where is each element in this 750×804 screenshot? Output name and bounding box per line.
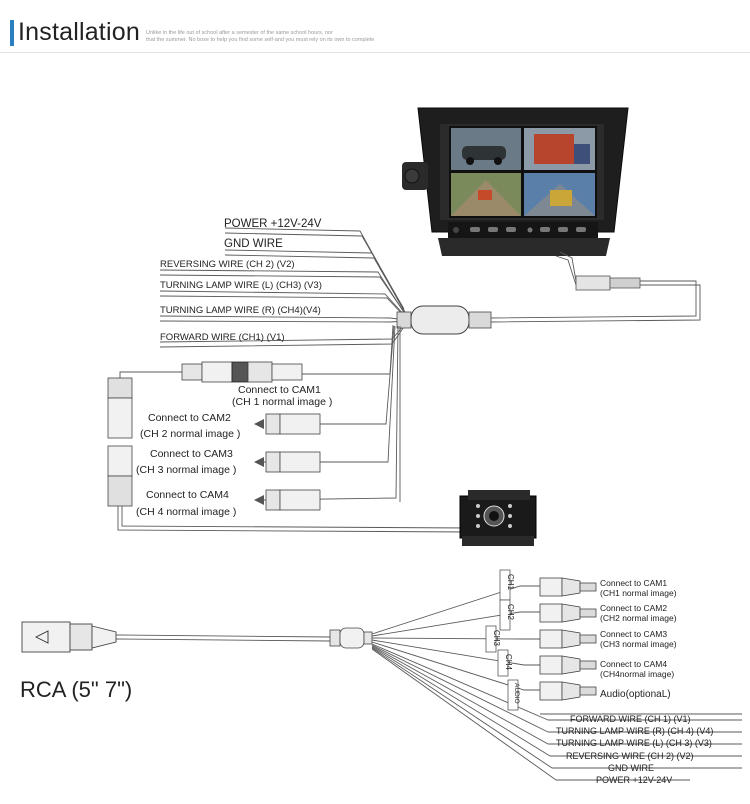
monitor-plug-connector [21, 621, 117, 653]
rca-plug-audio [539, 681, 597, 701]
channel-tag-audio: AUDIO [507, 679, 520, 711]
lower-wire-label-turning-left: TURNING LAMP WIRE (L) (CH 3) (V3) [556, 738, 712, 748]
subtitle-line-2: that the summer. No bose to help you fin… [146, 37, 375, 43]
svg-text:AUDIO: AUDIO [513, 683, 520, 704]
rca-plug-ch2 [539, 603, 597, 623]
upper-cam4-label-line2: (CH 4 normal image ) [136, 506, 236, 518]
lower-cam2-label-line2: (CH2 normal image) [600, 613, 677, 623]
upper-wire-label-gnd: GND WIRE [224, 238, 283, 250]
upper-wire-label-turning-right: TURNING LAMP WIRE (R) (CH4)(V4) [160, 305, 321, 316]
lower-cam3-label-line1: Connect to CAM3 [600, 629, 667, 639]
rca-junction-box [329, 627, 373, 649]
upper-cam2-label-line2: (CH 2 normal image ) [140, 428, 240, 440]
lower-cam1-label-line2: (CH1 normal image) [600, 588, 677, 598]
rca-plug-ch1 [539, 577, 597, 597]
upper-wire-label-reversing: REVERSING WIRE (CH 2) (V2) [160, 259, 295, 270]
lower-wire-label-gnd: GND WIRE [608, 763, 654, 773]
channel-tag-ch3: CH3 [485, 625, 501, 653]
upper-cam3-label-line2: (CH 3 normal image ) [136, 464, 236, 476]
upper-wire-label-turning-left: TURNING LAMP WIRE (L) (CH3) (V3) [160, 280, 322, 291]
title-accent-bar [10, 20, 14, 46]
lower-audio-label: Audio(optionaL) [600, 689, 671, 700]
channel-tag-ch1: CH1 [499, 569, 515, 601]
backup-camera [459, 490, 537, 546]
lower-wire-label-turning-right: TURNING LAMP WIRE (R) (CH 4) (V4) [556, 726, 713, 736]
lower-cam2-label-line1: Connect to CAM2 [600, 603, 667, 613]
lower-wire-label-power: POWER +12V-24V [596, 775, 672, 785]
svg-text:CH1: CH1 [506, 574, 515, 591]
cam1-harness-connector [119, 361, 303, 383]
cam3-harness-connector [254, 451, 321, 473]
lower-wire-label-forward: FORWARD WIRE (CH 1) (V1) [570, 714, 691, 724]
upper-wiring: POWER +12V-24V GND WIRE REVERSING WIRE (… [107, 218, 701, 546]
upper-cam2-label-line1: Connect to CAM2 [148, 412, 231, 424]
page-header: Installation Unlike in the life out of s… [0, 0, 750, 53]
channel-tag-ch4: CH4 [497, 649, 513, 677]
channel-tag-ch2: CH2 [499, 599, 515, 631]
lower-wire-label-reversing: REVERSING WIRE (CH 2) (V2) [566, 751, 694, 761]
page-title: Installation [18, 18, 140, 46]
upper-wire-label-power: POWER +12V-24V [224, 218, 322, 230]
main-harness-box [396, 305, 492, 335]
lower-cam4-label-line2: (CH4normal image) [600, 669, 674, 679]
lower-wiring: CH1 CH2 CH3 CH4 AUDIO Connect to CAM1 (C… [20, 569, 742, 785]
rca-plug-ch4 [539, 655, 597, 675]
upper-cam4-label-line1: Connect to CAM4 [146, 489, 229, 501]
page-subtitle: Unlike in the life out of school after a… [146, 30, 426, 44]
monitor-screen-quad-view [451, 128, 595, 216]
rca-title: RCA (5" 7") [20, 677, 132, 702]
svg-text:CH2: CH2 [506, 604, 515, 621]
cam4-harness-connector [254, 489, 321, 511]
svg-text:CH3: CH3 [492, 630, 501, 647]
svg-text:CH4: CH4 [504, 654, 513, 671]
cam2-harness-connector [254, 413, 321, 435]
rca-plug-ch3 [539, 629, 597, 649]
upper-wire-label-forward: FORWARD WIRE (CH1) (V1) [160, 332, 285, 343]
upper-cam1-label-line2: (CH 1 normal image ) [232, 396, 332, 408]
lower-cam1-label-line1: Connect to CAM1 [600, 578, 667, 588]
upper-cam1-label-line1: Connect to CAM1 [238, 384, 321, 396]
upper-cam3-label-line1: Connect to CAM3 [150, 448, 233, 460]
monitor-buttons [453, 227, 586, 233]
extension-cable-connectors [107, 377, 471, 533]
monitor [402, 107, 629, 256]
lower-cam3-label-line2: (CH3 normal image) [600, 639, 677, 649]
subtitle-line-1: Unlike in the life out of school after a… [146, 30, 333, 36]
lower-cam4-label-line1: Connect to CAM4 [600, 659, 667, 669]
